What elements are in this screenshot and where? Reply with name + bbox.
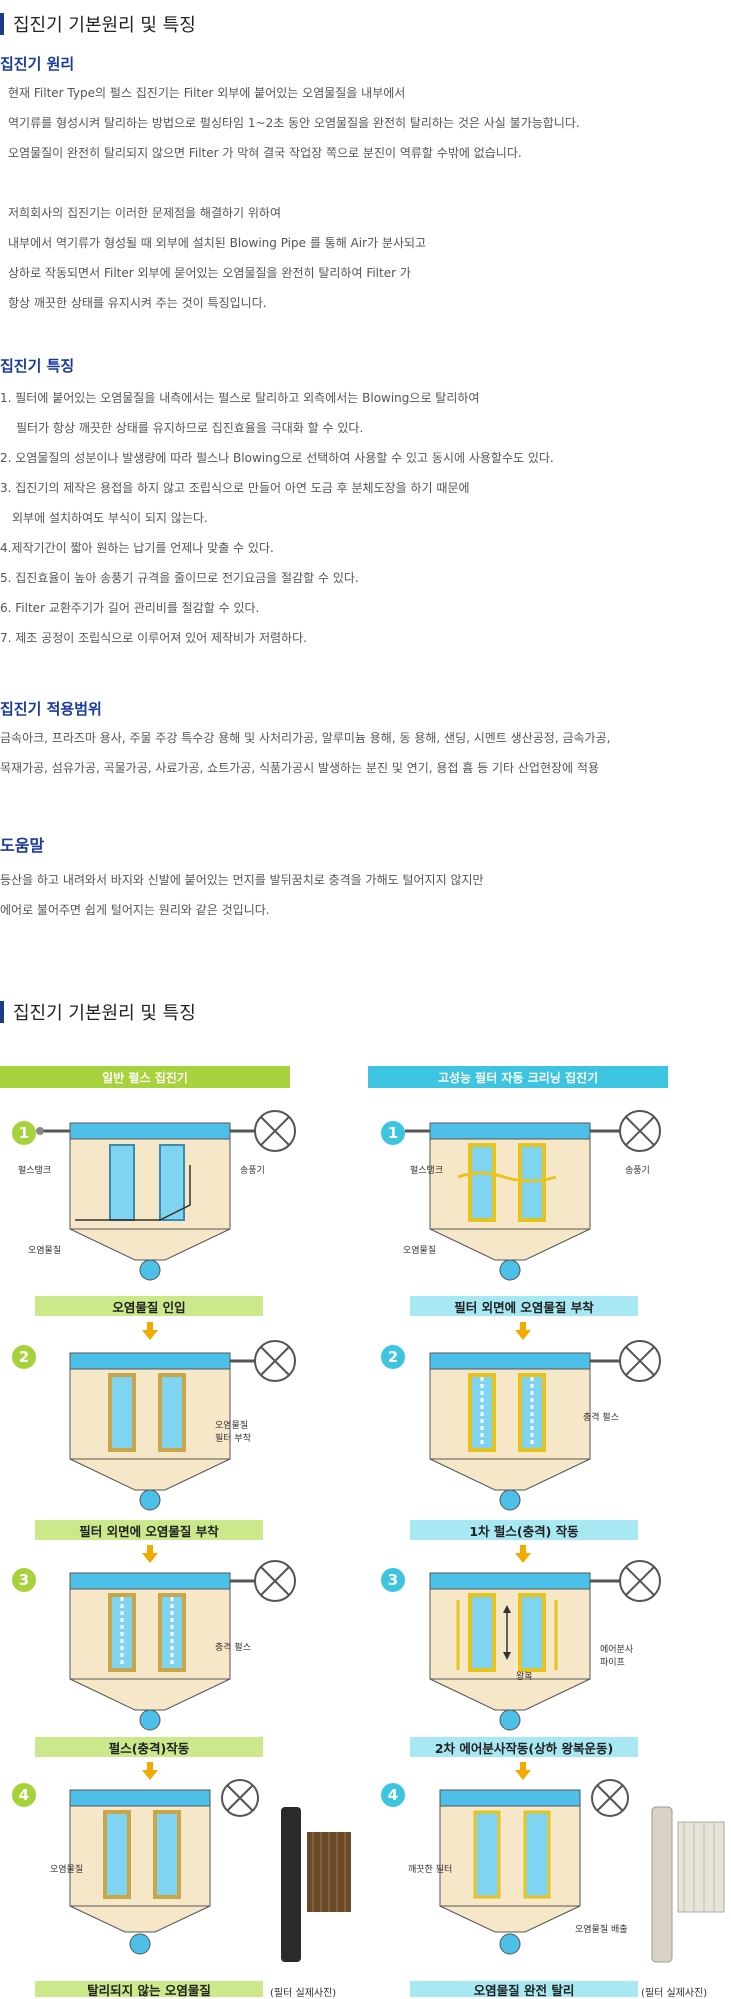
diagram-label: 송풍기: [625, 1166, 650, 1176]
step-caption: 펄스(충격)작동: [35, 1737, 263, 1757]
step-caption: 필터 외면에 오염물질 부착: [410, 1296, 638, 1316]
collector-diagram-left-2: [69, 1340, 296, 1511]
collector-diagram-right-4: [439, 1779, 629, 1955]
applications-heading: 집진기 적용범위: [0, 700, 102, 718]
title-bar: [0, 13, 4, 35]
feature-line: 4.제작기간이 짧아 원하는 납기를 언제나 맞출 수 있다.: [0, 541, 274, 555]
collector-diagram-right-2: [429, 1340, 661, 1511]
section-title: 집진기 기본원리 및 특징: [13, 1003, 196, 1024]
step-number: 2: [12, 1345, 36, 1369]
section-title-2: 집진기 기본원리 및 특징: [0, 1000, 196, 1024]
right-column-header: 고성능 필터 자동 크리닝 집진기: [368, 1066, 668, 1088]
step-caption: 오염물질 완전 탈리: [410, 1981, 638, 1998]
step-number: 3: [12, 1568, 36, 1592]
text-line: 금속아크, 프라즈마 용사, 주물 주강 특수강 용해 및 사처리가공, 알루미…: [0, 731, 611, 745]
diagram-label: 파이프: [600, 1658, 625, 1668]
feature-line: 3. 집진기의 제작은 용접을 하지 않고 조립식으로 만들어 아연 도금 후 …: [0, 481, 470, 495]
down-arrow-icon: [142, 1762, 158, 1780]
diagram-label: 오염물질: [28, 1246, 62, 1256]
step-caption: 필터 외면에 오염물질 부착: [35, 1520, 263, 1540]
feature-line: 외부에 설치하여도 부식이 되지 않는다.: [12, 511, 208, 525]
diagram-label: 오염물질: [215, 1421, 249, 1431]
title-bar: [0, 1001, 4, 1023]
diagram-label: 충격 펄스: [215, 1643, 251, 1653]
diagram-label: 송풍기: [240, 1166, 265, 1176]
collector-diagram-left-3: [69, 1560, 296, 1731]
down-arrow-icon: [142, 1322, 158, 1340]
down-arrow-icon: [515, 1762, 531, 1780]
text-line: 저희회사의 집진기는 이러한 문제점을 해결하기 위하여: [8, 206, 281, 220]
feature-line: 1. 필터에 붙어있는 오염물질을 내측에서는 펄스로 탈리하고 외측에서는 B…: [0, 391, 480, 405]
diagram-label: 오염물질: [403, 1246, 437, 1256]
diagram-label: 펄스탱크: [410, 1166, 444, 1176]
diagram-label: 오염물질: [50, 1865, 84, 1875]
text-line: 역기류를 형성시켜 탈리하는 방법으로 펄싱타임 1~2초 동안 오염물질을 완…: [8, 116, 580, 130]
step-caption: 2차 에어분사작동(상하 왕복운동): [410, 1737, 638, 1757]
diagram-label: 깨끗한 필터: [408, 1865, 453, 1875]
down-arrow-icon: [142, 1545, 158, 1563]
step-caption: 탈리되지 않는 오염물질: [35, 1981, 263, 1998]
diagram-label: 왕복: [516, 1672, 533, 1682]
help-heading: 도움말: [0, 836, 45, 855]
diagram-label: 필터 부착: [215, 1434, 251, 1444]
diagram-label: 에어분사: [600, 1645, 634, 1655]
features-text: 1. 필터에 붙어있는 오염물질을 내측에서는 펄스로 탈리하고 외측에서는 B…: [0, 383, 731, 653]
collector-diagram-right-3: [429, 1560, 661, 1731]
features-heading: 집진기 특징: [0, 357, 75, 375]
text-line: 목재가공, 섬유가공, 곡물가공, 사료가공, 쇼트가공, 식품가공시 발생하는…: [0, 761, 599, 775]
left-column-header: 일반 펄스 집진기: [0, 1066, 290, 1088]
principle-text: 현재 Filter Type의 펄스 집진기는 Filter 외부에 붙어있는 …: [8, 78, 731, 318]
step-number: 1: [12, 1121, 36, 1145]
feature-line: 필터가 항상 깨끗한 상태를 유지하므로 집진효율을 극대화 할 수 있다.: [16, 421, 364, 435]
filter-photo-left: [281, 1807, 351, 1962]
feature-line: 6. Filter 교환주기가 길어 관리비를 절감할 수 있다.: [0, 601, 260, 615]
text-line: 내부에서 역기류가 형성될 때 외부에 설치된 Blowing Pipe 를 통…: [8, 236, 427, 250]
step-number: 1: [381, 1121, 405, 1145]
step-number: 3: [381, 1568, 405, 1592]
collector-diagram-left-4: [69, 1779, 259, 1955]
collector-diagram-right-1: [405, 1110, 661, 1281]
help-text: 등산을 하고 내려와서 바지와 신발에 붙어있는 먼지를 발뒤꿈치로 충격을 가…: [0, 865, 731, 925]
step-caption: 오염물질 인입: [35, 1296, 263, 1316]
diagram-label: 오염물질 배출: [575, 1925, 628, 1935]
step-number: 2: [381, 1345, 405, 1369]
text-line: 상하로 작동되면서 Filter 외부에 묻어있는 오염물질을 완전히 탈리하여…: [8, 266, 411, 280]
diagram-label: 충격 펄스: [583, 1413, 619, 1423]
text-line: 등산을 하고 내려와서 바지와 신발에 붙어있는 먼지를 발뒤꿈치로 충격을 가…: [0, 873, 484, 887]
down-arrow-icon: [515, 1322, 531, 1340]
photo-caption: (필터 실제사진): [641, 1988, 708, 1999]
feature-line: 7. 제조 공정이 조립식으로 이루어져 있어 제작비가 저렴하다.: [0, 631, 307, 645]
collector-diagram-left-1: [36, 1110, 296, 1281]
applications-text: 금속아크, 프라즈마 용사, 주물 주강 특수강 용해 및 사처리가공, 알루미…: [0, 723, 731, 783]
feature-line: 5. 집진효율이 높아 송풍기 규격을 줄이므로 전기요금을 절감할 수 있다.: [0, 571, 359, 585]
filter-photo-right: [651, 1806, 725, 1963]
text-line: 항상 깨끗한 상태를 유지시켜 주는 것이 특징입니다.: [8, 296, 267, 310]
text-line: 오염물질이 완전히 탈리되지 않으면 Filter 가 막혀 결국 작업장 쪽으…: [8, 146, 522, 160]
diagram-label: 펄스탱크: [18, 1166, 52, 1176]
down-arrow-icon: [515, 1545, 531, 1563]
step-number: 4: [381, 1783, 405, 1807]
text-line: 에어로 불어주면 쉽게 털어지는 원리와 같은 것입니다.: [0, 903, 270, 917]
page-title: 집진기 기본원리 및 특징: [13, 15, 196, 36]
text-line: [8, 168, 731, 198]
principle-heading: 집진기 원리: [0, 55, 75, 73]
photo-caption: (필터 실제사진): [270, 1988, 337, 1999]
feature-line: 2. 오염물질의 성분이나 발생량에 따라 펄스나 Blowing으로 선택하여…: [0, 451, 554, 465]
text-line: 현재 Filter Type의 펄스 집진기는 Filter 외부에 붙어있는 …: [8, 86, 406, 100]
step-caption: 1차 펄스(충격) 작동: [410, 1520, 638, 1540]
section-title-1: 집진기 기본원리 및 특징: [0, 12, 196, 36]
step-number: 4: [12, 1783, 36, 1807]
